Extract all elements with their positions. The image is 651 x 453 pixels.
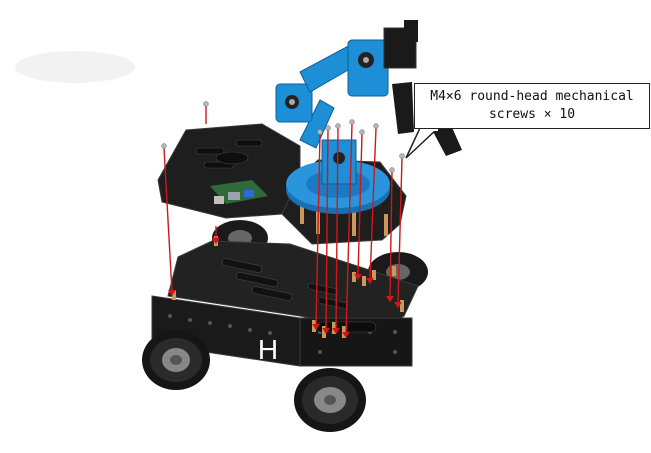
svg-text:H: H	[258, 334, 278, 365]
assembly-screw-lines	[163, 106, 403, 335]
assembly-arrow-heads	[168, 238, 402, 338]
screw-heads	[161, 101, 405, 173]
callout-line-2: screws × 10	[488, 107, 576, 122]
arm-gripper-servo	[383, 27, 417, 69]
mecanum-wheel-front-left	[142, 330, 210, 390]
raspberry-pi-board	[210, 180, 268, 204]
callout-line-1: M4×6 round-head mechanical	[430, 89, 634, 104]
lower-chassis: H	[142, 220, 428, 432]
arm-lower-link	[299, 99, 335, 149]
background-shadow	[15, 51, 135, 83]
upper-deck-left-plate	[157, 123, 301, 219]
mecanum-wheel-front-right	[294, 368, 366, 432]
brand-logo-h: H	[258, 334, 278, 365]
upper-deck	[157, 123, 407, 245]
screw-callout-box: M4×6 round-head mechanical screws × 10	[414, 83, 650, 129]
